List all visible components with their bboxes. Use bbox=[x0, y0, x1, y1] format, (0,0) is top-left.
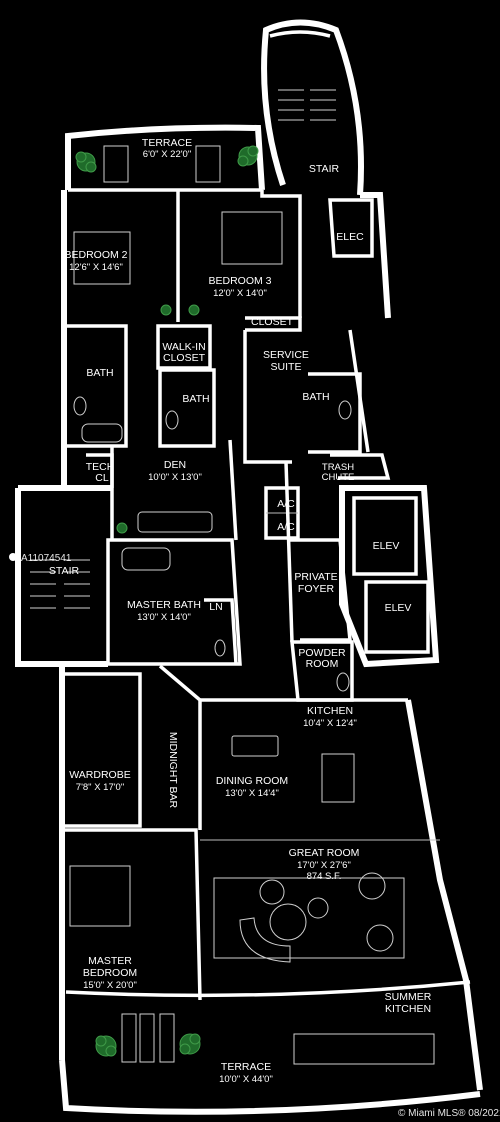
toilet-icon bbox=[165, 410, 179, 430]
bath1-label: BATH bbox=[86, 367, 113, 379]
lounger-icon bbox=[159, 1013, 175, 1063]
chair-icon bbox=[259, 879, 285, 905]
summer-kitchen-line2: KITCHEN bbox=[385, 1003, 431, 1015]
toilet-icon bbox=[214, 639, 226, 657]
terrace-top-dims: 6'0" X 22'0" bbox=[143, 149, 191, 160]
plant-icon bbox=[179, 1033, 201, 1055]
great-room-name: GREAT ROOM bbox=[289, 847, 360, 859]
plants bbox=[75, 145, 259, 1057]
terrace-bottom-dims: 10'0" X 44'0" bbox=[219, 1074, 273, 1085]
walkin-closet-line1: WALK-IN bbox=[162, 341, 205, 353]
chair-icon bbox=[307, 897, 329, 919]
watermarks: A11074541 © Miami MLS® 08/2021 bbox=[9, 553, 500, 1119]
wardrobe-name: WARDROBE bbox=[69, 769, 130, 781]
terrace-top-name: TERRACE bbox=[142, 137, 192, 149]
stair-left-label: STAIR bbox=[49, 565, 80, 577]
lounger-icon bbox=[195, 145, 221, 183]
bedroom2-name: BEDROOM 2 bbox=[64, 249, 127, 261]
dining-table-icon bbox=[231, 735, 279, 757]
tech-cl-line2: CL bbox=[95, 472, 109, 484]
room-labels: TERRACE 6'0" X 22'0" STAIR ELEC BEDROOM … bbox=[49, 137, 432, 1085]
toilet-icon bbox=[73, 396, 87, 416]
elec-label: ELEC bbox=[336, 231, 364, 243]
lounger-icon bbox=[139, 1013, 155, 1063]
toilet-icon bbox=[338, 400, 352, 420]
listing-id-watermark: A11074541 bbox=[21, 553, 72, 564]
bedroom3-dims: 12'0" X 14'0" bbox=[213, 288, 267, 299]
great-room-area: 874 S.F. bbox=[307, 871, 342, 882]
rug-icon bbox=[213, 877, 405, 959]
mls-logo-icon bbox=[9, 553, 17, 561]
lounger-icon bbox=[103, 145, 129, 183]
closet-label: CLOSET bbox=[251, 316, 294, 328]
ln-label: LN bbox=[209, 601, 222, 613]
stair-treads-left bbox=[30, 559, 90, 609]
plant-icon bbox=[95, 1035, 117, 1057]
master-bedroom-dims: 15'0" X 20'0" bbox=[83, 980, 137, 991]
dining-room-name: DINING ROOM bbox=[216, 775, 288, 787]
service-suite-line1: SERVICE bbox=[263, 349, 309, 361]
coffee-table-icon bbox=[269, 903, 307, 941]
walkin-closet-line2: CLOSET bbox=[163, 352, 206, 364]
den-name: DEN bbox=[164, 459, 186, 471]
elev1-label: ELEV bbox=[373, 540, 400, 552]
plant-icon bbox=[160, 304, 172, 316]
service-suite-line2: SUITE bbox=[271, 361, 302, 373]
bath3-label: BATH bbox=[302, 391, 329, 403]
kitchen-island-icon bbox=[321, 753, 355, 803]
stair-top-label: STAIR bbox=[309, 163, 340, 175]
master-bedroom-line2: BEDROOM bbox=[83, 967, 137, 979]
trash-chute-line1: TRASH bbox=[322, 462, 354, 473]
bathtub-icon bbox=[121, 547, 171, 571]
ac1-label: A/C bbox=[277, 498, 295, 510]
bed-icon bbox=[73, 231, 131, 285]
mls-copyright-watermark: © Miami MLS® 08/2021 bbox=[398, 1108, 500, 1119]
wardrobe-dims: 7'8" X 17'0" bbox=[76, 782, 124, 793]
terrace-bottom-name: TERRACE bbox=[221, 1061, 271, 1073]
fixtures bbox=[30, 89, 435, 1065]
bedroom2-dims: 12'6" X 14'6" bbox=[69, 262, 123, 273]
powder-room-line2: ROOM bbox=[306, 658, 339, 670]
plant-icon bbox=[188, 304, 200, 316]
bath2-label: BATH bbox=[182, 393, 209, 405]
chair-icon bbox=[366, 924, 394, 952]
master-bath-dims: 13'0" X 14'0" bbox=[137, 612, 191, 623]
den-dims: 10'0" X 13'0" bbox=[148, 472, 202, 483]
interior-walls bbox=[62, 190, 440, 1001]
plant-icon bbox=[237, 145, 259, 167]
lounger-icon bbox=[121, 1013, 137, 1063]
bed-icon bbox=[221, 211, 283, 265]
great-room-dims: 17'0" X 27'6" bbox=[297, 860, 351, 871]
bed-icon bbox=[69, 865, 131, 927]
summer-kitchen-line1: SUMMER bbox=[385, 991, 432, 1003]
master-bath-name: MASTER BATH bbox=[127, 599, 201, 611]
private-foyer-line2: FOYER bbox=[298, 583, 335, 595]
sofa-icon bbox=[137, 511, 213, 533]
toilet-icon bbox=[336, 672, 350, 692]
outer-walls bbox=[15, 19, 483, 1115]
outdoor-table-icon bbox=[293, 1033, 435, 1065]
bathtub-icon bbox=[81, 423, 123, 443]
elev2-label: ELEV bbox=[385, 602, 412, 614]
sectional-sofa-icon bbox=[239, 917, 291, 963]
bedroom3-name: BEDROOM 3 bbox=[208, 275, 271, 287]
plant-icon bbox=[75, 151, 97, 173]
trash-chute-line2: CHUTE bbox=[322, 472, 355, 483]
tech-cl-line1: TECH bbox=[86, 461, 115, 473]
master-bedroom-line1: MASTER bbox=[88, 955, 132, 967]
stair-treads-top bbox=[278, 89, 336, 121]
dining-room-dims: 13'0" X 14'4" bbox=[225, 788, 279, 799]
ac2-label: A/C bbox=[277, 521, 295, 533]
private-foyer-line1: PRIVATE bbox=[294, 571, 337, 583]
kitchen-name: KITCHEN bbox=[307, 705, 353, 717]
midnight-bar-label: MIDNIGHT BAR bbox=[167, 732, 179, 809]
chair-icon bbox=[358, 872, 386, 900]
plant-icon bbox=[116, 522, 128, 534]
powder-room-line1: POWDER bbox=[298, 647, 346, 659]
kitchen-dims: 10'4" X 12'4" bbox=[303, 718, 357, 729]
